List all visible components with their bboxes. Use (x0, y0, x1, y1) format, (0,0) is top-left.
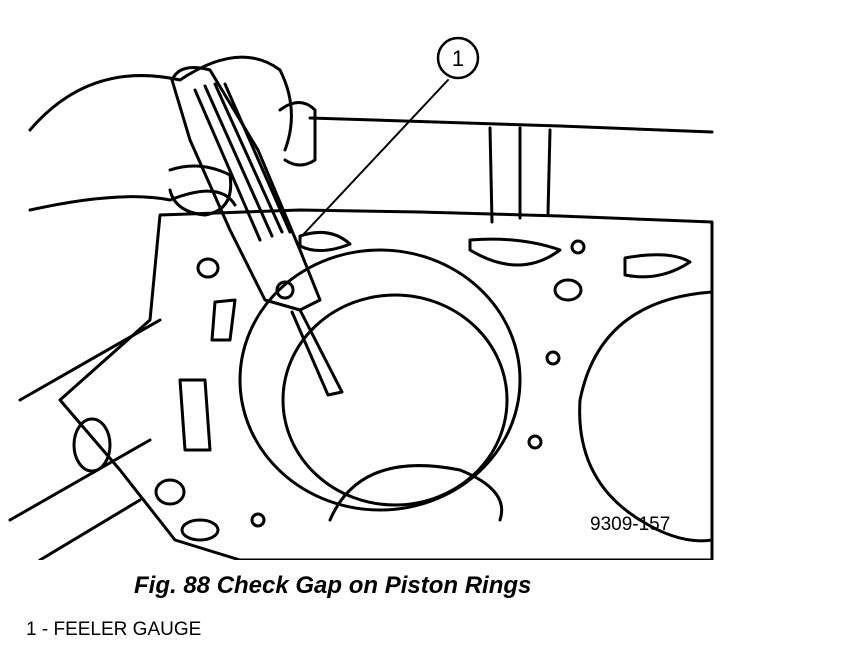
figure-caption: Fig. 88 Check Gap on Piston Rings (134, 572, 532, 599)
cylinder-bore-outer (238, 248, 522, 512)
gasket-hole (196, 257, 220, 279)
feeler-gauge-pivot (275, 280, 295, 300)
piston-edge (328, 464, 503, 522)
legend-item: 1 - FEELER GAUGE (26, 619, 201, 641)
feeler-gauge-tip (290, 308, 344, 397)
engine-block-illustration: 1 9309-157 (8, 36, 714, 560)
gasket-hole (154, 478, 186, 506)
legend-item-separator: - (36, 619, 54, 640)
block-outline (308, 116, 714, 134)
gasket-slot (623, 253, 692, 279)
legend-item-label: FEELER GAUGE (53, 619, 202, 640)
gasket-hole (553, 278, 583, 302)
block-lower-edge (8, 318, 162, 560)
gasket-outline (58, 208, 714, 560)
gasket-hole (250, 512, 266, 528)
cylinder-bore-inner (281, 293, 509, 507)
legend: 1 - FEELER GAUGE (26, 619, 201, 641)
gasket-hole (527, 434, 543, 450)
cylinder-bore-2 (578, 290, 714, 543)
gasket-slot (210, 298, 237, 342)
feeler-gauge-body (170, 66, 322, 312)
callout-leader (299, 79, 449, 239)
gasket-slot (178, 378, 212, 452)
gasket-hole (180, 518, 220, 542)
callout-number: 1 (452, 46, 464, 71)
gasket-hole (72, 417, 112, 473)
feeler-gauge-blades (193, 82, 292, 242)
gasket-hole (545, 350, 561, 366)
drawing-id: 9309-157 (590, 514, 670, 535)
legend-item-number: 1 (26, 619, 37, 640)
callout-circle (436, 36, 480, 80)
finger (278, 101, 317, 167)
gasket-hole (570, 239, 586, 255)
block-rib (488, 126, 552, 224)
gasket-slot (468, 237, 562, 267)
gasket-slot (298, 230, 352, 252)
